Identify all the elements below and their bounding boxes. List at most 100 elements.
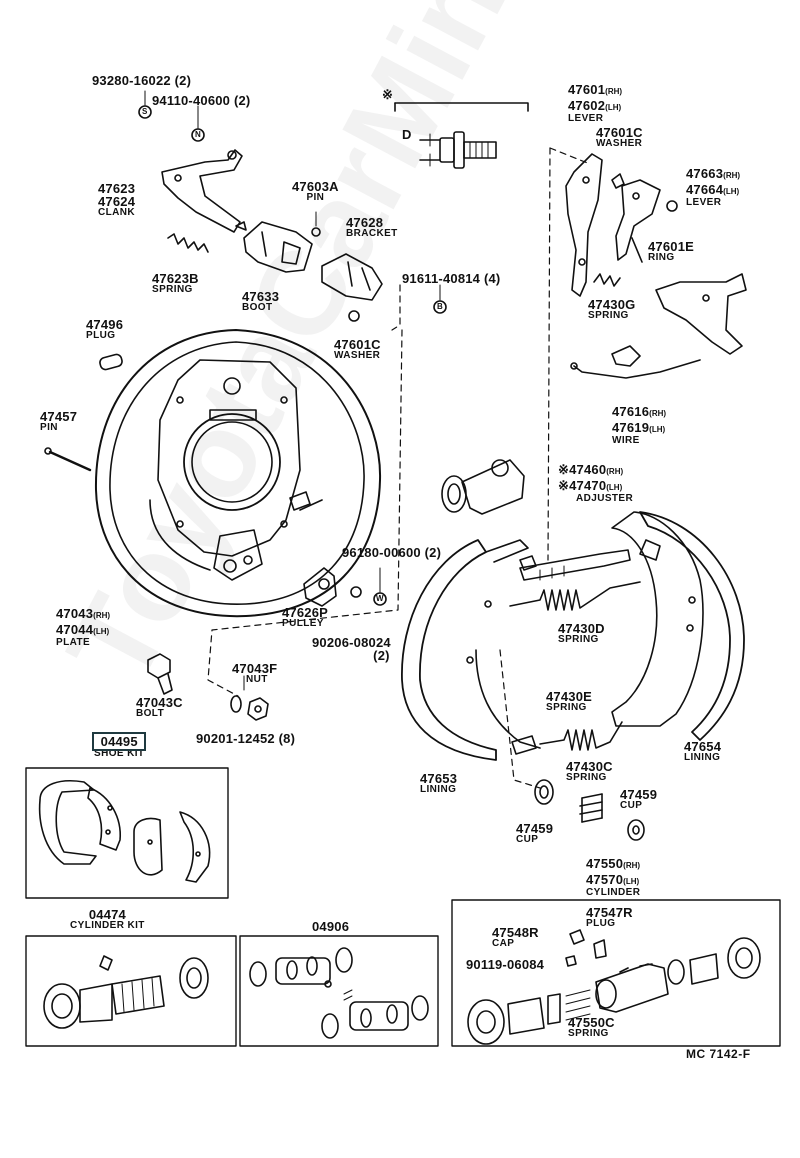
part-name: SPRING (558, 634, 599, 645)
cylinder-kit-name: CYLINDER KIT (70, 920, 145, 931)
part-number: 47633 (242, 289, 280, 304)
asterisk-mark: ※ (382, 87, 394, 102)
part-number: 47548R (492, 925, 539, 940)
part-number-rh: 47623 (98, 181, 136, 196)
callout-47457: 47457 PIN (40, 410, 77, 433)
suffix-rh: (RH) (649, 409, 667, 418)
clank-spring (167, 233, 209, 253)
part-number: 47623B (152, 271, 199, 286)
part-number: 90201-12452 (196, 731, 275, 746)
quantity: (8) (278, 731, 296, 746)
upper-spring (509, 581, 641, 611)
part-name: PLUG (86, 330, 116, 341)
quantity: (2) (373, 648, 390, 663)
star-mark: ※ (558, 478, 570, 493)
part-number-lh: 47664 (686, 182, 724, 197)
part-number: 47601C (596, 125, 643, 140)
suffix-rh: (RH) (623, 861, 641, 870)
cylinder-detail-box (451, 899, 781, 1047)
left-brake-shoe (401, 539, 541, 761)
cylinder-kit-label[interactable]: 04474 CYLINDER KIT (70, 908, 145, 931)
part-number: 47043F (232, 661, 278, 676)
part-number-lh: 47619 (612, 420, 650, 435)
callout-47043f: 47043F NUT (232, 662, 277, 685)
pin-long-part (44, 447, 92, 472)
star-mark: ※ (558, 462, 570, 477)
callout-47601e: 47601E RING (648, 240, 694, 263)
washer-bracket (348, 310, 360, 322)
callout-47603a: 47603A PIN (292, 180, 339, 203)
washer-90206 (350, 586, 362, 598)
pulley-part (303, 567, 337, 607)
callout-47626p: 47626P PULLEY (282, 606, 328, 629)
callout-91611: 91611-40814 (4) (402, 272, 500, 285)
suffix-lh: (LH) (623, 877, 640, 886)
callout-47043c: 47043C BOLT (136, 696, 183, 719)
part-number: 47603A (292, 179, 339, 194)
part-number: 47550C (568, 1015, 615, 1030)
nut-part (230, 675, 269, 721)
part-name: CUP (620, 800, 643, 811)
part-number-rh: 47601 (568, 82, 606, 97)
part-number-lh: 47602 (568, 98, 606, 113)
callout-47430d: 47430D SPRING (558, 622, 605, 645)
repair-kit-box (239, 935, 439, 1047)
part-name: PLUG (586, 918, 616, 929)
part-number-lh: 47044 (56, 622, 94, 637)
callout-90206: 90206-08024 (2) (312, 636, 391, 662)
callout-96180: 96180-00600 (2) (342, 546, 441, 559)
callout-47601c-bracket: 47601C WASHER (334, 338, 381, 361)
part-name: LEVER (568, 113, 604, 124)
callout-47653: 47653 LINING (420, 772, 457, 795)
part-number: 91611-40814 (402, 271, 481, 286)
part-name: WIRE (612, 435, 640, 446)
shoe-kit-name: SHOE KIT (94, 748, 145, 759)
part-name: BOOT (242, 302, 273, 313)
right-brake-shoe (611, 511, 745, 741)
part-number-rh: 47550 (586, 856, 624, 871)
suffix-lh: (LH) (605, 103, 622, 112)
part-number-rh: 47043 (56, 606, 94, 621)
symbol-s: S (142, 107, 148, 116)
part-number: 47626P (282, 605, 329, 620)
clank-plate (161, 149, 247, 233)
part-name: SPRING (152, 284, 193, 295)
backing-plate (94, 329, 382, 618)
callout-47460: ※47460(RH) ※47470(LH) ADJUSTER (558, 462, 633, 504)
asterisk-group-bracket (394, 102, 529, 112)
part-name: PULLEY (282, 618, 324, 629)
diagram-reference: MC 7142-F (686, 1047, 751, 1061)
repair-kit-part-number[interactable]: 04906 (312, 919, 350, 934)
part-name: WASHER (334, 350, 381, 361)
part-number: 47430D (558, 621, 605, 636)
part-number-lh: 47470 (569, 478, 607, 493)
cylinder-kit-part-number[interactable]: 04474 (88, 907, 126, 922)
symbol-w: W (376, 594, 384, 603)
part-name: LEVER (686, 197, 722, 208)
quantity: (2) (233, 93, 251, 108)
suffix-rh: (RH) (606, 467, 624, 476)
callout-47548r: 47548R CAP (492, 926, 539, 949)
washer-lever (611, 173, 625, 189)
part-number: 47459 (516, 821, 554, 836)
callout-94110: 94110-40600 (2) (152, 94, 250, 107)
part-number: 96180-00600 (342, 545, 421, 560)
symbol-n: N (195, 130, 201, 139)
part-number-rh: 47663 (686, 166, 724, 181)
shoe-kit-part-number[interactable]: 04495 (91, 732, 147, 751)
part-name: NUT (246, 674, 268, 685)
quantity: (2) (424, 545, 442, 560)
part-name: LINING (684, 752, 721, 763)
part-number: 47459 (620, 787, 658, 802)
part-number: 47547R (586, 905, 633, 920)
cable-bracket-plate (655, 273, 747, 355)
part-name: RING (648, 252, 675, 263)
callout-90119: 90119-06084 (466, 957, 545, 972)
pin-part (311, 211, 321, 237)
adjuster-screw-detail (419, 131, 497, 169)
callout-47616: 47616(RH) 47619(LH) WIRE (612, 404, 666, 446)
callout-47496: 47496 PLUG (86, 318, 123, 341)
shoe-kit-label[interactable]: 04495 SHOE KIT (91, 732, 147, 759)
part-number: 47628 (346, 215, 384, 230)
part-number-lh: 47570 (586, 872, 624, 887)
